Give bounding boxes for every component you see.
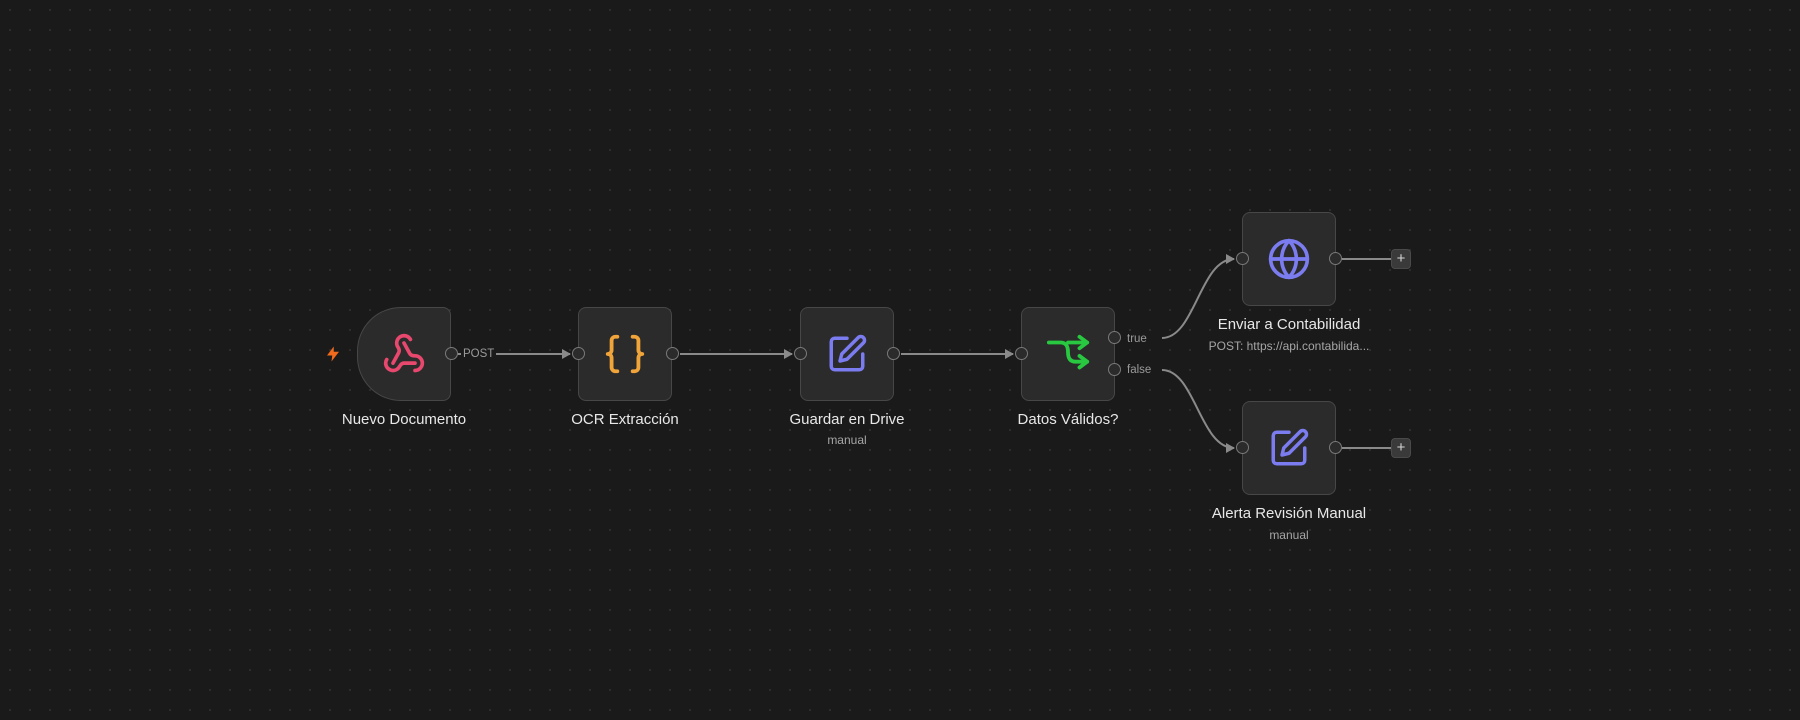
input-handle-ocr[interactable]	[572, 347, 585, 360]
node-webhook[interactable]	[357, 307, 451, 401]
node-drive[interactable]	[800, 307, 894, 401]
node-label-http: Enviar a Contabilidad	[1217, 316, 1361, 333]
output-handle-if-false[interactable]	[1108, 363, 1121, 376]
edit-icon	[829, 334, 867, 372]
output-handle-http[interactable]	[1329, 252, 1342, 265]
input-handle-alert[interactable]	[1236, 441, 1249, 454]
node-http[interactable]	[1242, 212, 1336, 306]
lightning-bolt-icon	[327, 346, 339, 362]
node-label-drive: Guardar en Drive	[789, 411, 905, 428]
node-subtitle-alert: manual	[1269, 528, 1309, 542]
branch-icon	[1046, 334, 1090, 370]
webhook-icon	[383, 333, 425, 373]
output-handle-drive[interactable]	[887, 347, 900, 360]
node-subtitle-http: POST: https://api.contabilida...	[1208, 339, 1370, 353]
globe-icon	[1268, 238, 1310, 280]
connection-if-true-http[interactable]	[1161, 254, 1235, 339]
input-handle-http[interactable]	[1236, 252, 1249, 265]
output-handle-alert[interactable]	[1329, 441, 1342, 454]
output-handle-ocr[interactable]	[666, 347, 679, 360]
edge-label-false: false	[1125, 364, 1154, 376]
node-label-alert: Alerta Revisión Manual	[1211, 505, 1367, 522]
output-handle-if-true[interactable]	[1108, 331, 1121, 344]
input-handle-if[interactable]	[1015, 347, 1028, 360]
edge-label-true: true	[1125, 333, 1149, 345]
curly-braces-icon	[605, 334, 645, 374]
node-alert[interactable]	[1242, 401, 1336, 495]
node-label-ocr: OCR Extracción	[571, 411, 679, 428]
node-if[interactable]	[1021, 307, 1115, 401]
node-label-webhook: Nuevo Documento	[341, 411, 467, 428]
node-ocr[interactable]	[578, 307, 672, 401]
node-label-if: Datos Válidos?	[1017, 411, 1119, 428]
node-subtitle-drive: manual	[827, 433, 867, 447]
connection-if-false-alert[interactable]	[1161, 369, 1235, 453]
add-node-button-alert[interactable]: +	[1391, 438, 1411, 458]
output-handle-webhook[interactable]	[445, 347, 458, 360]
edit-icon	[1271, 428, 1309, 466]
input-handle-drive[interactable]	[794, 347, 807, 360]
edge-label-post: POST	[461, 348, 497, 360]
add-node-button-http[interactable]: +	[1391, 249, 1411, 269]
